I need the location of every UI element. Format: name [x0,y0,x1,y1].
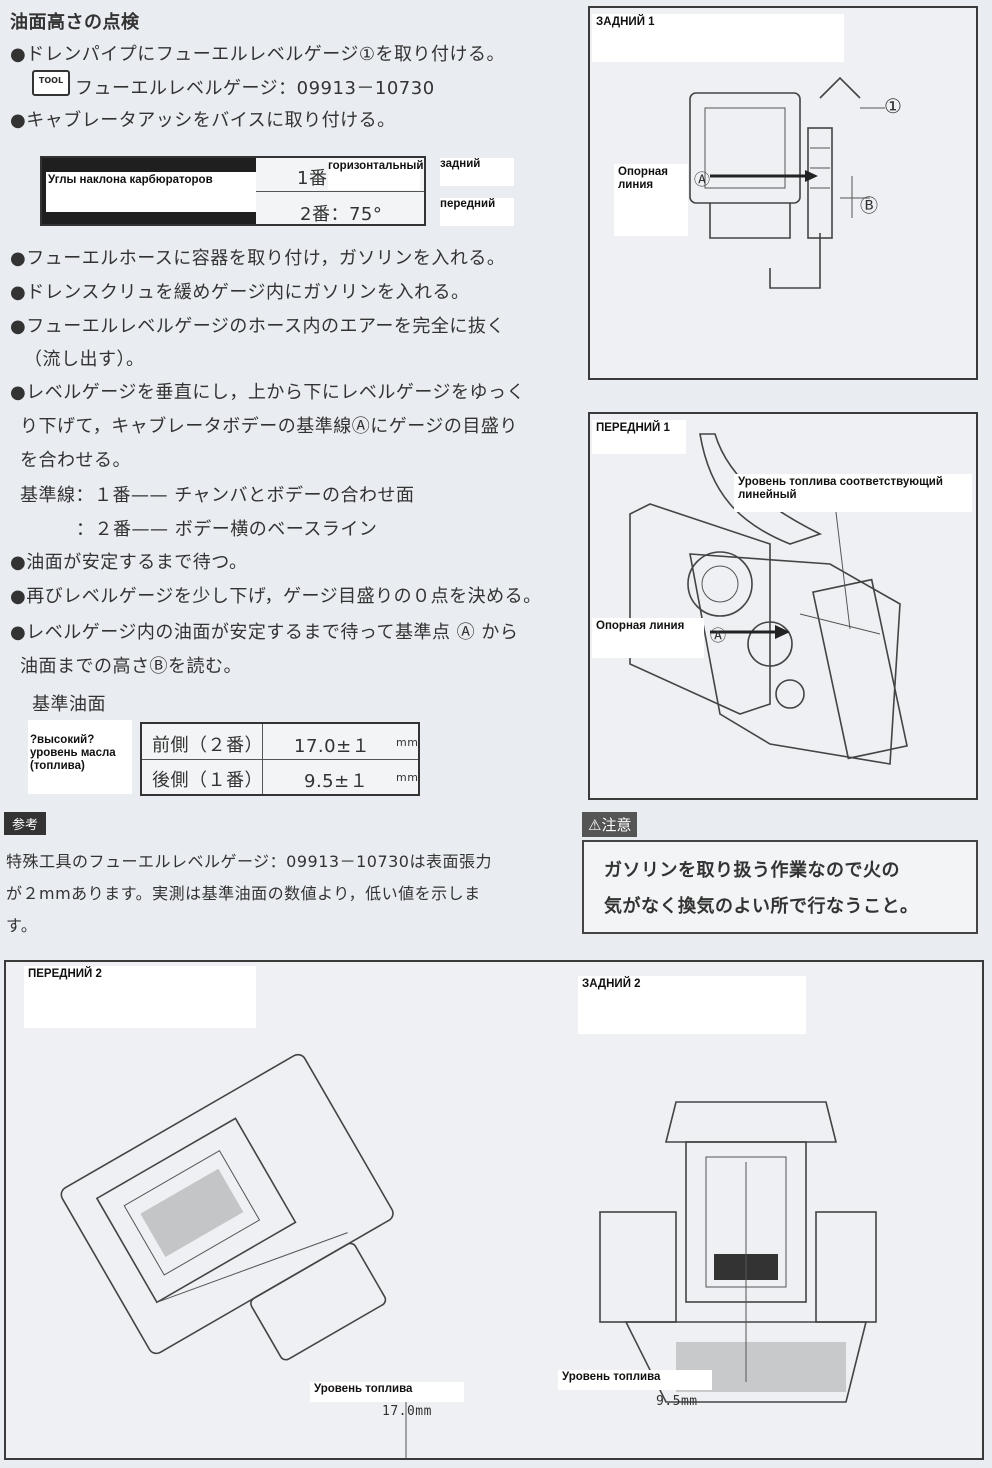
step-bleed-air: ●フューエルレベルゲージのホース内のエアーを完全に抜く [10,316,505,337]
reference-line-2: が２mmあります。実測は基準油面の数値より，低い値を示しま [6,884,481,903]
figure-front-1-title: ПЕРЕДНИЙ 1 [592,420,686,454]
level-front-label: 前側（２番） [152,735,263,756]
angle-row2-jp: 2番：75° [300,204,383,225]
figure-front-1: ПЕРЕДНИЙ 1 Ⓐ Уровень топлива соответству… [588,412,978,800]
level-rear-unit: mm [396,771,419,784]
reference-badge: 参考 [4,812,47,835]
figure-rear-1-drawing [689,76,885,289]
figure-rear-1-callout-a: Ⓐ [694,170,711,189]
step-attach-gauge: ●ドレンパイプにフューエルレベルゲージ①を取り付ける。 [10,44,505,65]
ref-line-1: 基準線：１番—— チャンバとボデーの合わせ面 [20,485,415,506]
angle-row1-jp: 1番 [297,168,328,189]
level-table-hdivider [142,759,418,760]
step-vise: ●キャブレータアッシをバイスに取り付ける。 [10,110,396,131]
figure-bottom: ПЕРЕДНИЙ 2 ЗАДНИЙ 2 Ур [4,960,984,1460]
caution-line-1: ガソリンを取り扱う作業なので火の [604,860,900,881]
rear-2-carburetor [599,1101,877,1403]
reference-line-1: 特殊工具のフューエルレベルゲージ：09913－10730は表面張力 [6,852,492,871]
figure-front-2-measure: 17.0mm [382,1404,432,1419]
angle-row1-side: задний [440,158,514,186]
figure-front-2-title: ПЕРЕДНИЙ 2 [24,966,256,1028]
caution-badge: ⚠注意 [582,812,638,837]
step-vertical-cont1: り下げて，キャブレータボデーの基準線Ⓐにゲージの目盛り [20,416,518,437]
caution-body: ガソリンを取り扱う作業なので火の 気がなく換気のよい所で行なうこと。 [582,840,978,934]
step-drain-screw: ●ドレンスクリュを緩めゲージ内にガソリンを入れる。 [10,282,470,303]
step-vertical-cont2: を合わせる。 [20,450,131,471]
angle-row1-ru: горизонтальный [328,160,423,190]
tool-spec: フューエルレベルゲージ：09913－10730 [75,78,435,99]
step-read-cont: 油面までの高さⒷを読む。 [20,656,242,677]
step-container: ●フューエルホースに容器を取り付け，ガソリンを入れる。 [10,248,506,269]
figure-front-1-callout-a: Ⓐ [710,626,727,645]
step-vertical: ●レベルゲージを垂直にし，上から下にレベルゲージをゆっく [10,382,525,403]
level-note: ?высокий? уровень масла (топлива) [28,720,132,794]
figure-rear-2-title: ЗАДНИЙ 2 [578,976,806,1034]
figure-rear-1-callout-1: ① [884,94,903,118]
angle-table: Углы наклона карбюраторов 1番 горизонталь… [40,156,426,226]
caution-line-2: 気がなく換気のよい所で行なうこと。 [604,896,919,917]
figure-front-1-ref-line: Опорная линия [592,618,704,658]
level-rear-value: 9.5±１ [304,771,369,792]
level-rear-label: 後側（１番） [152,770,263,791]
angle-table-divider [256,191,424,192]
level-front-value: 17.0±１ [294,736,371,757]
section-title: 油面高さの点検 [10,12,140,33]
angle-table-header: Углы наклона карбюраторов [46,172,256,212]
tool-icon: TOOL [32,70,70,96]
standard-level-title: 基準油面 [32,694,106,715]
figure-rear-1-ref-line: Опорная линия [614,164,688,236]
step-bleed-air-cont: （流し出す）。 [24,349,145,370]
reference-line-3: す。 [6,916,38,935]
figure-front-1-drawing [629,433,908,765]
level-table: 前側（２番） 17.0±１ mm 後側（１番） 9.5±１ mm [140,722,420,796]
figure-rear-2-fuel-level: Уровень топлива [558,1370,712,1390]
tool-icon-label: TOOL [38,76,64,85]
level-front-unit: mm [396,736,419,749]
figure-rear-1-callout-b: Ⓑ [860,196,879,217]
ref-line-2: ：２番—— ボデー横のベースライン [76,519,378,540]
step-read: ●レベルゲージ内の油面が安定するまで待って基準点 Ⓐ から [10,622,519,643]
figure-rear-2-measure: 9.5mm [656,1394,698,1409]
step-wait: ●油面が安定するまで待つ。 [10,552,248,573]
angle-row2-side: передний [440,198,514,226]
figure-rear-1-title: ЗАДНИЙ 1 [592,14,844,62]
figure-front-1-fuel-level: Уровень топлива соответствующий линейный [734,474,972,512]
figure-rear-1: ЗАДНИЙ 1 ① Ⓐ Ⓑ Опорная линия [588,6,978,380]
front-2-carburetor [60,1053,394,1361]
step-zero: ●再びレベルゲージを少し下げ，ゲージ目盛りの０点を決める。 [10,586,542,607]
figure-bottom-drawing [60,1053,877,1458]
figure-front-2-fuel-level: Уровень топлива [310,1382,464,1402]
caution-box: ⚠注意 ガソリンを取り扱う作業なので火の 気がなく換気のよい所で行なうこと。 [582,812,978,934]
